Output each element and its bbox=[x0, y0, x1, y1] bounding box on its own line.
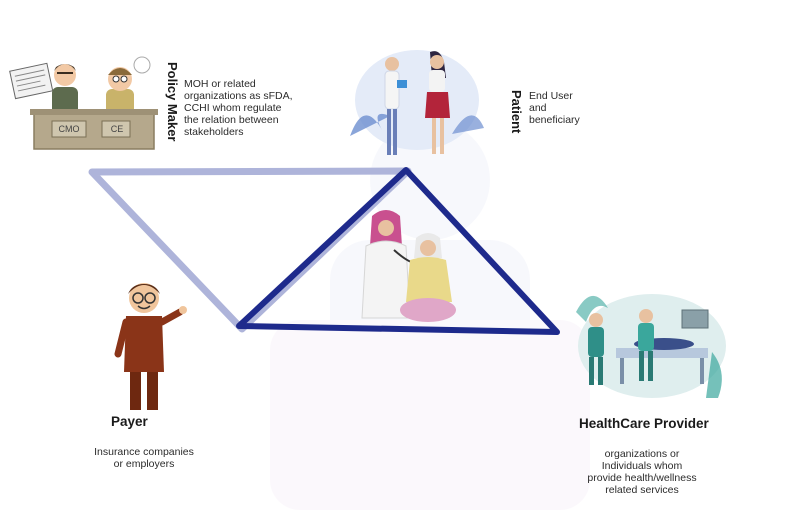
patient-description: End User and beneficiary bbox=[529, 90, 580, 126]
policy-maker-description: MOH or related organizations as sFDA, CC… bbox=[184, 78, 293, 138]
plaque-cmo: CMO bbox=[58, 124, 80, 134]
patient-title: Patient bbox=[509, 90, 524, 134]
consultation-illustration bbox=[361, 210, 456, 322]
provider-description: organizations or Individuals whom provid… bbox=[587, 448, 697, 496]
light-triangle bbox=[88, 167, 412, 333]
provider-title: HealthCare Provider bbox=[579, 416, 709, 431]
payer-title: Payer bbox=[111, 414, 148, 429]
dark-triangle bbox=[236, 167, 560, 335]
payer-illustration bbox=[114, 283, 187, 410]
provider-illustration bbox=[576, 294, 726, 398]
payer-description: Insurance companies or employers bbox=[94, 446, 194, 470]
policy-maker-title: Policy Maker bbox=[165, 62, 180, 142]
plaque-ce: CE bbox=[110, 124, 124, 134]
newspaper-icon bbox=[9, 62, 54, 100]
patient-illustration bbox=[350, 50, 484, 155]
policy-maker-illustration bbox=[9, 56, 158, 150]
